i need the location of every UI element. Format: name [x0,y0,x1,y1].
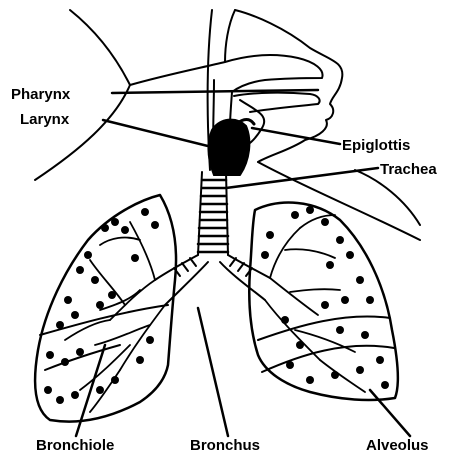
trachea-left [198,172,202,255]
oral-cavity [234,93,320,112]
pointer-epiglottis [252,128,340,144]
trachea-rings [198,180,228,252]
label-trachea: Trachea [380,162,437,177]
label-pharynx: Pharynx [11,87,70,102]
label-epiglottis: Epiglottis [342,138,410,153]
right-lung-fissure-2 [262,346,394,372]
pointer-bronchus [198,308,228,436]
pointer-alveolus [370,390,410,436]
bronchus-right-lower [220,262,265,300]
face-profile [235,10,342,162]
trachea-right [226,172,228,255]
label-alveolus: Alveolus [366,438,429,453]
right-lung-fissure [258,317,390,340]
shoulder-line [355,170,420,225]
nasal-cavity [225,55,323,92]
label-larynx: Larynx [20,112,69,127]
label-bronchus: Bronchus [190,438,260,453]
label-bronchiole: Bronchiole [36,438,114,453]
